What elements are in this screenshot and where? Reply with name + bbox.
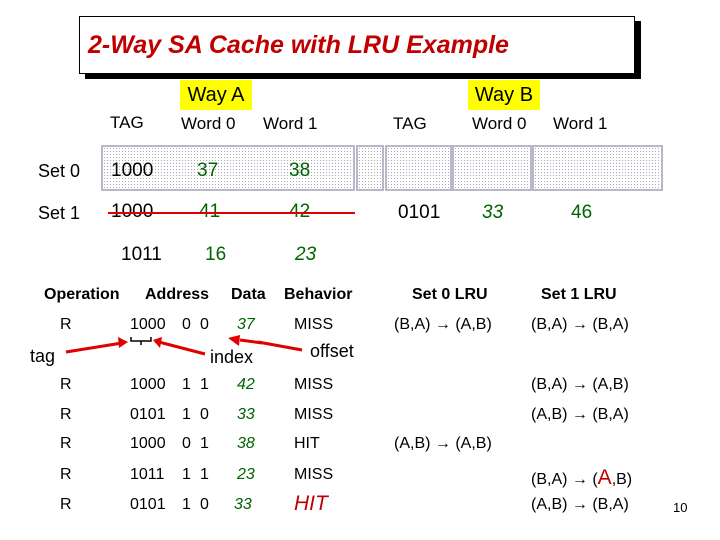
op-header-set1-lru: Set 1 LRU [541,286,617,303]
op1-tag: 1000 [130,316,166,333]
op5-tag: 1011 [130,466,165,483]
op4-set0-lru: (A,B) → (A,B) [394,435,492,452]
op6-offset: 0 [200,496,209,513]
op3-data: 33 [237,406,255,423]
op1-set0-lru: (B,A) → (A,B) [394,316,492,333]
op-header-data: Data [231,286,266,303]
slide-title: 2-Way SA Cache with LRU Example [88,31,509,59]
op-header-set0-lru: Set 0 LRU [412,286,488,303]
tag-arrowhead [118,337,128,348]
op3-type: R [60,406,72,423]
op5-set1-lru: (B,A) → (A,B) [531,466,632,490]
op6-index: 1 [182,496,191,513]
op4-type: R [60,435,72,452]
op5-set1-lru-highlight: A [597,466,612,489]
set1-label: Set 1 [38,203,81,223]
op1-data: 37 [237,316,255,333]
way-a-set0-row [101,145,355,191]
offset-annotation: offset [310,341,354,361]
op6-set1-lru: (A,B) → (B,A) [531,496,629,513]
way-a-set1-new-word0: 16 [205,244,227,265]
op2-set1-lru: (B,A) → (A,B) [531,376,629,393]
header-word0-a: Word 0 [181,114,236,133]
op2-behavior: MISS [294,376,334,393]
op3-index: 1 [182,406,191,423]
op3-tag: 0101 [130,406,166,423]
way-a-set1-old-word1: 42 [289,201,311,222]
op1-offset: 0 [200,316,209,333]
way-b-set0-tag-cell [385,145,452,191]
page-number: 10 [673,500,688,515]
header-word1-b: Word 1 [553,114,608,133]
header-tag-a: TAG [110,113,144,132]
op5-set1-lru-pre: (B,A) → ( [531,471,598,488]
way-a-label: Way A [180,80,252,110]
title-box: 2-Way SA Cache with LRU Example [79,16,635,74]
op6-data: 33 [234,496,252,513]
way-b-set1-word0: 33 [482,202,504,223]
op5-data: 23 [237,466,255,483]
way-b-set1-word1: 46 [571,202,593,223]
op5-type: R [60,466,72,483]
way-a-set0-word1: 38 [289,160,311,181]
op2-type: R [60,376,72,393]
op4-data: 38 [237,435,255,452]
op4-behavior: HIT [294,435,320,452]
offset-arrow [257,340,303,352]
op3-offset: 0 [200,406,209,423]
tag-brace [130,337,152,345]
way-b-label: Way B [468,80,540,110]
op5-behavior: MISS [294,466,334,483]
op4-offset: 1 [200,435,209,452]
way-a-set0-tag: 1000 [111,160,154,181]
tag-arrow [65,341,123,354]
op2-data: 42 [237,376,255,393]
op-header-behavior: Behavior [284,286,353,303]
way-b-set1-tag: 0101 [398,202,441,223]
op6-type: R [60,496,72,513]
op1-index: 0 [182,316,191,333]
op5-set1-lru-post: ,B) [611,471,633,488]
set0-label: Set 0 [38,161,81,181]
op4-index: 0 [182,435,191,452]
op6-tag: 0101 [130,496,166,513]
op5-offset: 1 [200,466,209,483]
header-tag-b: TAG [393,114,427,133]
index-annotation: index [210,347,254,367]
op1-set1-lru: (B,A) → (B,A) [531,316,629,333]
op2-tag: 1000 [130,376,166,393]
offset-arrow-tail [239,338,263,345]
way-b-set0-word1-cell [532,145,663,191]
op5-index: 1 [182,466,191,483]
way-a-set1-new-word1: 23 [295,244,317,265]
index-arrowhead [153,337,162,348]
header-word0-b: Word 0 [472,114,527,133]
op1-behavior: MISS [294,316,334,333]
way-b-set0-word0-cell [452,145,532,191]
way-a-set1-old-word0: 41 [199,201,221,222]
offset-arrowhead [228,335,240,346]
way-a-set0-word0: 37 [197,160,219,181]
way-a-set1-old-tag: 1000 [111,201,154,222]
header-word1-a: Word 1 [263,114,318,133]
index-arrow [154,339,206,356]
op4-tag: 1000 [130,435,166,452]
op3-set1-lru: (A,B) → (B,A) [531,406,629,423]
op2-offset: 1 [200,376,209,393]
op2-index: 1 [182,376,191,393]
op-header-operation: Operation [44,286,120,303]
op-header-address: Address [145,286,210,303]
op1-type: R [60,316,72,333]
op3-behavior: MISS [294,406,334,423]
way-a-set1-new-tag: 1011 [121,244,162,265]
tag-annotation: tag [30,346,56,366]
separator-cell [356,145,384,191]
op6-behavior: HIT [294,492,328,515]
